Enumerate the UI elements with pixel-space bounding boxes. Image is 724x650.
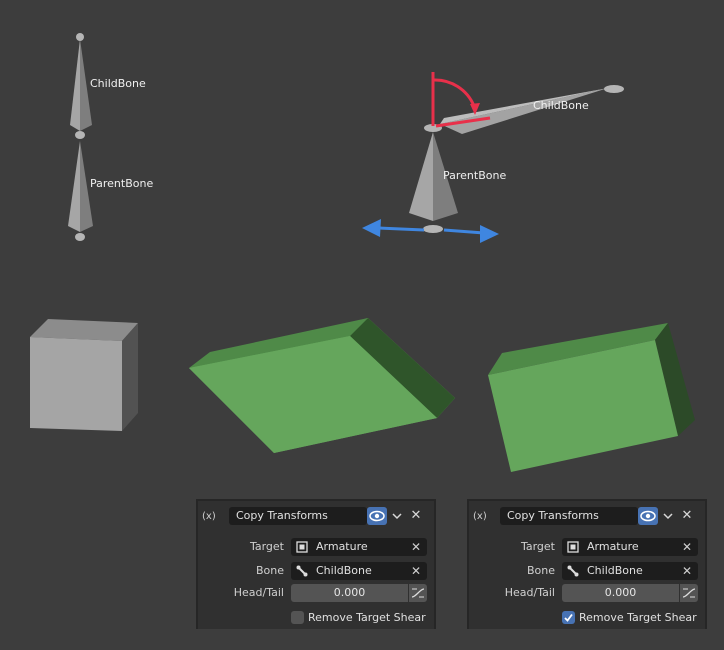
constraint-icon: (x) — [202, 511, 216, 522]
bone-icon — [567, 565, 579, 577]
armature-object-icon — [567, 541, 579, 553]
headtail-label: Head/Tail — [504, 586, 555, 599]
use-bbone-curve-icon[interactable] — [409, 584, 427, 602]
headtail-slider[interactable]: 0.000 — [562, 584, 679, 602]
headtail-row: Head/Tail 0.000 — [198, 584, 434, 602]
visibility-eye-icon[interactable] — [638, 507, 658, 525]
clear-bone-icon[interactable]: ✕ — [681, 564, 692, 578]
constraint-name-field[interactable]: Copy Transforms — [500, 507, 638, 525]
target-label: Target — [520, 540, 555, 553]
armature-object-icon — [296, 541, 308, 553]
bone-label: Bone — [526, 564, 555, 577]
checkmark-icon — [564, 613, 573, 622]
target-field[interactable]: Armature ✕ — [291, 538, 427, 556]
delete-constraint-close-icon[interactable]: ✕ — [681, 508, 693, 523]
bone-value: ChildBone — [316, 564, 372, 577]
constraint-panel-left: (x) Copy Transforms ✕ Target Armature ✕ … — [196, 499, 436, 629]
right-parent-bone[interactable] — [409, 132, 458, 233]
gray-cube[interactable] — [30, 319, 138, 431]
headtail-label: Head/Tail — [233, 586, 284, 599]
bone-label: Bone — [255, 564, 284, 577]
delete-constraint-close-icon[interactable]: ✕ — [410, 508, 422, 523]
target-value: Armature — [316, 540, 368, 553]
headtail-row: Head/Tail 0.000 — [469, 584, 705, 602]
constraint-header: (x) Copy Transforms ✕ — [469, 507, 705, 527]
green-box-right[interactable] — [488, 323, 695, 472]
clear-target-icon[interactable]: ✕ — [410, 540, 421, 554]
target-value: Armature — [587, 540, 639, 553]
clear-target-icon[interactable]: ✕ — [681, 540, 692, 554]
chevron-down-icon[interactable] — [660, 507, 676, 525]
translate-gizmo[interactable] — [362, 219, 499, 243]
left-parent-bone-label: ParentBone — [90, 177, 153, 190]
right-child-bone[interactable] — [424, 85, 624, 134]
target-row: Target Armature ✕ — [469, 538, 705, 556]
right-parent-bone-label: ParentBone — [443, 169, 506, 182]
left-child-bone[interactable] — [70, 33, 92, 139]
target-row: Target Armature ✕ — [198, 538, 434, 556]
bone-row: Bone ChildBone ✕ — [198, 562, 434, 580]
constraint-header: (x) Copy Transforms ✕ — [198, 507, 434, 527]
target-label: Target — [249, 540, 284, 553]
viewport-scene: ChildBone ParentBone ChildBone ParentBon… — [30, 33, 695, 472]
remove-shear-checkbox[interactable] — [291, 611, 304, 624]
constraint-icon: (x) — [473, 511, 487, 522]
left-child-bone-label: ChildBone — [90, 77, 146, 90]
green-box-middle[interactable] — [189, 318, 455, 453]
visibility-eye-icon[interactable] — [367, 507, 387, 525]
shear-row: Remove Target Shear — [469, 609, 705, 627]
bone-icon — [296, 565, 308, 577]
clear-bone-icon[interactable]: ✕ — [410, 564, 421, 578]
bone-field[interactable]: ChildBone ✕ — [291, 562, 427, 580]
constraint-name-field[interactable]: Copy Transforms — [229, 507, 367, 525]
remove-shear-checkbox[interactable] — [562, 611, 575, 624]
bone-field[interactable]: ChildBone ✕ — [562, 562, 698, 580]
chevron-down-icon[interactable] — [389, 507, 405, 525]
use-bbone-curve-icon[interactable] — [680, 584, 698, 602]
target-field[interactable]: Armature ✕ — [562, 538, 698, 556]
rotate-gizmo[interactable] — [431, 72, 491, 128]
bone-value: ChildBone — [587, 564, 643, 577]
left-parent-bone[interactable] — [68, 141, 93, 241]
bone-row: Bone ChildBone ✕ — [469, 562, 705, 580]
headtail-slider[interactable]: 0.000 — [291, 584, 408, 602]
right-child-bone-label: ChildBone — [533, 99, 589, 112]
remove-shear-label: Remove Target Shear — [579, 611, 697, 624]
constraint-panel-right: (x) Copy Transforms ✕ Target Armature ✕ … — [467, 499, 707, 629]
remove-shear-label: Remove Target Shear — [308, 611, 426, 624]
shear-row: Remove Target Shear — [198, 609, 434, 627]
